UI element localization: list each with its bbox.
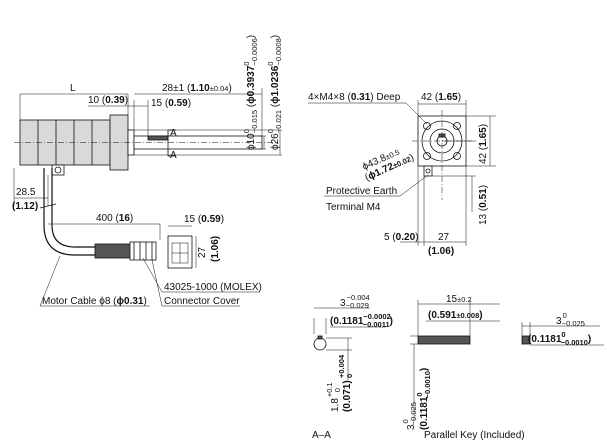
- dim-15: 15 (0.59): [151, 98, 191, 109]
- mount-hole-tr: [453, 122, 461, 130]
- dim-10: 10 (0.39): [88, 95, 128, 106]
- pcd-label: ϕ43.8±0.5 (ϕ1.72±0.02): [361, 147, 416, 183]
- earth-label-line2: Terminal M4: [326, 202, 381, 213]
- pilot-diameter-label: ϕ260−0.021 (ϕ1.02360−0.0008): [266, 35, 283, 150]
- motor-cable: [43, 168, 95, 256]
- parallel-key-view: 15±0.2 (0.591±0.008) 30−0.025 (0.11810−0…: [401, 294, 604, 441]
- dim-27-front: 27: [438, 232, 450, 243]
- earth-terminal: [51, 164, 65, 176]
- dim-42-height: 42 (1.65): [478, 124, 489, 164]
- dim-5: 5 (0.20): [384, 232, 418, 243]
- svg-text:ϕ100−0.015 (ϕ0.39370−0.0006): ϕ100−0.015 (ϕ0.39370−0.0006): [242, 35, 259, 150]
- svg-text:(0.071): (0.071): [342, 380, 353, 412]
- svg-text:1.8+0.10: 1.8+0.10: [325, 382, 342, 412]
- shaft-section: [313, 337, 327, 351]
- key-length-in: (0.591±0.008): [428, 310, 483, 321]
- dim-28-5-inch: (1.12): [12, 201, 38, 212]
- section-aa-caption: A–A: [312, 430, 331, 441]
- section-aa-view: 3−0.004−0.029 (0.1181−0.0002−0.0011) 1.8…: [312, 293, 393, 441]
- mount-hole-bl: [423, 152, 431, 160]
- svg-text:0: 0: [345, 374, 354, 378]
- key-height-label: 30−0.025 (0.11810−0.0010): [401, 368, 432, 430]
- svg-text:ϕ260−0.021 (ϕ1.02360−0.0008): ϕ260−0.021 (ϕ1.02360−0.0008): [266, 35, 283, 150]
- shaft-diameter-label: ϕ100−0.015 (ϕ0.39370−0.0006): [242, 35, 259, 150]
- dim-27-front-inch: (1.06): [428, 246, 454, 257]
- svg-text:30−0.025: 30−0.025: [401, 402, 418, 430]
- dim-13: 13 (0.51): [478, 185, 489, 225]
- connector-cover-label: Connector Cover: [164, 296, 240, 307]
- key-length-mm: 15±0.2: [446, 294, 472, 305]
- keyway-depth-label: 1.8+0.10 (0.071) +0.004 0: [325, 354, 354, 412]
- keyway-width-in: (0.1181−0.0002−0.0011): [330, 312, 393, 329]
- dim-27-connector: 27: [197, 246, 208, 258]
- dim-42-width: 42 (1.65): [421, 92, 461, 103]
- shaft-keyway: [147, 135, 169, 141]
- section-a-lower: A: [170, 150, 177, 161]
- parallel-key-caption: Parallel Key (Included): [424, 430, 525, 441]
- parallel-key-end: [521, 335, 531, 345]
- mount-hole-tl: [423, 122, 431, 130]
- mount-holes-label: 4×M4×8 (0.31) Deep: [308, 92, 401, 103]
- keyway-width-mm: 3−0.004−0.029: [340, 293, 370, 310]
- mount-hole-br: [453, 152, 461, 160]
- front-view: 4×M4×8 (0.31) Deep 42 (1.65) 42 (1.65) ϕ…: [308, 92, 496, 257]
- dim-400: 400 (16): [96, 213, 133, 224]
- parallel-key-side: [417, 335, 471, 345]
- dim-28: 28±1 (1.10±0.04): [162, 83, 232, 94]
- section-a-upper: A: [170, 128, 177, 139]
- key-width-in: (0.11810−0.0010): [528, 330, 591, 347]
- motor-cable-label: Motor Cable ϕ8 (ϕ0.31): [42, 296, 147, 307]
- side-view: A A L 10 (0.39) 15 (0.59) 28±1 (1.10±0.0…: [12, 35, 283, 307]
- dim-15-connector: 15 (0.59): [184, 214, 224, 225]
- dim-27-connector-inch: (1.06): [210, 236, 221, 262]
- key-width-mm: 30−0.025: [556, 311, 585, 328]
- dim-28-5: 28.5: [16, 187, 36, 198]
- dim-length-l: L: [70, 83, 76, 94]
- svg-text:+0.004: +0.004: [337, 354, 346, 378]
- earth-label-line1: Protective Earth: [326, 186, 397, 197]
- svg-text:(0.11810−0.0010): (0.11810−0.0010): [415, 368, 432, 430]
- connector-part-number: 43025-1000 (MOLEX): [164, 282, 262, 293]
